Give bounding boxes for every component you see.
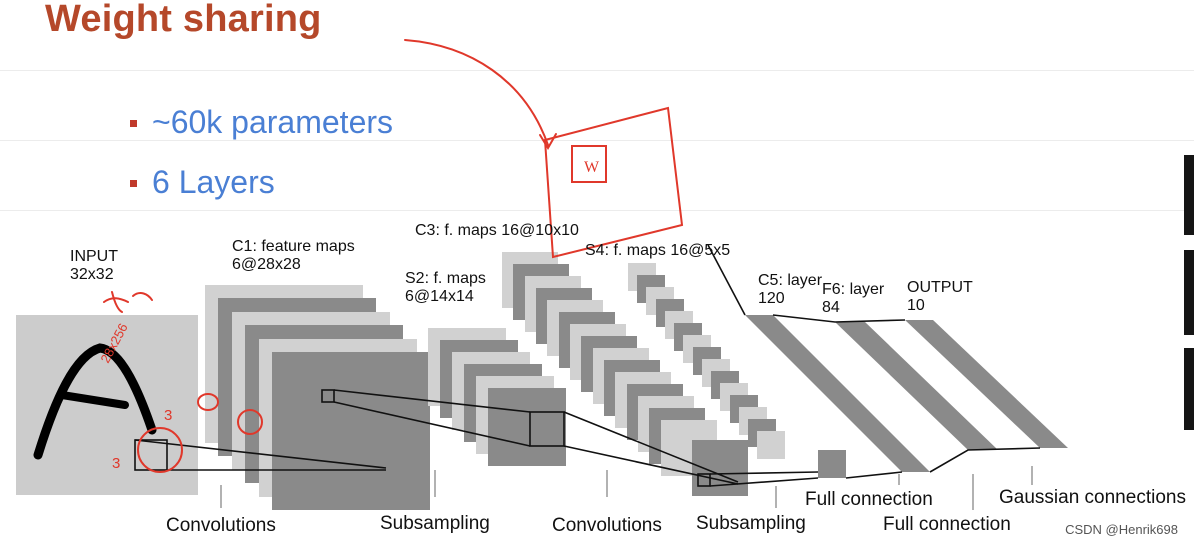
slide-title: Weight sharing xyxy=(45,0,322,40)
c5-label: C5: layer 120 xyxy=(758,272,823,307)
output-layer xyxy=(905,320,1068,448)
full-connection-lines xyxy=(707,244,1041,479)
annotation-w-letter: W xyxy=(584,159,600,176)
receptive-field-lines xyxy=(134,389,819,487)
c5-layer xyxy=(745,315,930,472)
op-label-convolutions-2: Convolutions xyxy=(552,515,662,536)
f6-label: F6: layer 84 xyxy=(822,281,885,316)
s4-label: S4: f. maps 16@5x5 xyxy=(585,242,731,259)
side-panel-tab[interactable] xyxy=(1184,348,1194,430)
input-letter-a-bar xyxy=(58,391,129,409)
side-panel-tab[interactable] xyxy=(1184,155,1194,235)
operation-tick-marks xyxy=(220,466,1033,510)
op-label-full-connection-1: Full connection xyxy=(805,489,933,510)
annotation-weight-box xyxy=(543,106,684,259)
annotation-w-box xyxy=(571,145,607,183)
input-letter-a-stroke xyxy=(33,343,157,460)
handwritten-annotations xyxy=(103,39,684,473)
c3-label: C3: f. maps 16@10x10 xyxy=(415,222,579,239)
op-label-gaussian-connections: Gaussian connections xyxy=(999,487,1186,508)
annotation-kernel-b: 3 xyxy=(112,455,120,472)
op-label-subsampling-1: Subsampling xyxy=(380,513,490,534)
annotation-kernel-circle xyxy=(137,427,183,473)
s2-feature-maps xyxy=(428,328,566,466)
annotation-arrow xyxy=(404,39,549,146)
c1-label: C1: feature maps 6@28x28 xyxy=(232,238,355,273)
c1-feature-maps xyxy=(205,285,430,510)
c3-feature-maps xyxy=(502,252,748,496)
annotation-depth-circle xyxy=(197,393,219,411)
input-label: INPUT 32x32 xyxy=(70,248,118,283)
bullet-text-layers: 6 Layers xyxy=(152,164,275,200)
op-label-convolutions-1: Convolutions xyxy=(166,515,276,536)
slide-grid-line xyxy=(0,210,1194,211)
slide-grid-line xyxy=(0,140,1194,141)
bullet-text-parameters: ~60k parameters xyxy=(152,104,394,140)
bullet-marker-icon xyxy=(130,180,137,187)
annotation-input-scribble xyxy=(103,291,153,313)
s2-label: S2: f. maps 6@14x14 xyxy=(405,270,486,305)
annotation-count-circle xyxy=(237,409,263,435)
bullet-marker-icon xyxy=(130,120,137,127)
output-label: OUTPUT 10 xyxy=(907,279,973,314)
op-label-subsampling-2: Subsampling xyxy=(696,513,806,534)
bullet-item: ~60k parameters xyxy=(130,104,393,141)
side-panel-tab[interactable] xyxy=(1184,250,1194,335)
op-label-full-connection-2: Full connection xyxy=(883,514,1011,535)
bullet-item: 6 Layers xyxy=(130,164,275,201)
watermark: CSDN @Henrik698 xyxy=(1065,522,1178,537)
s4-feature-maps xyxy=(628,263,846,478)
f6-layer xyxy=(835,322,998,450)
slide-grid-line xyxy=(0,70,1194,71)
annotation-kernel-a: 3 xyxy=(164,407,172,424)
